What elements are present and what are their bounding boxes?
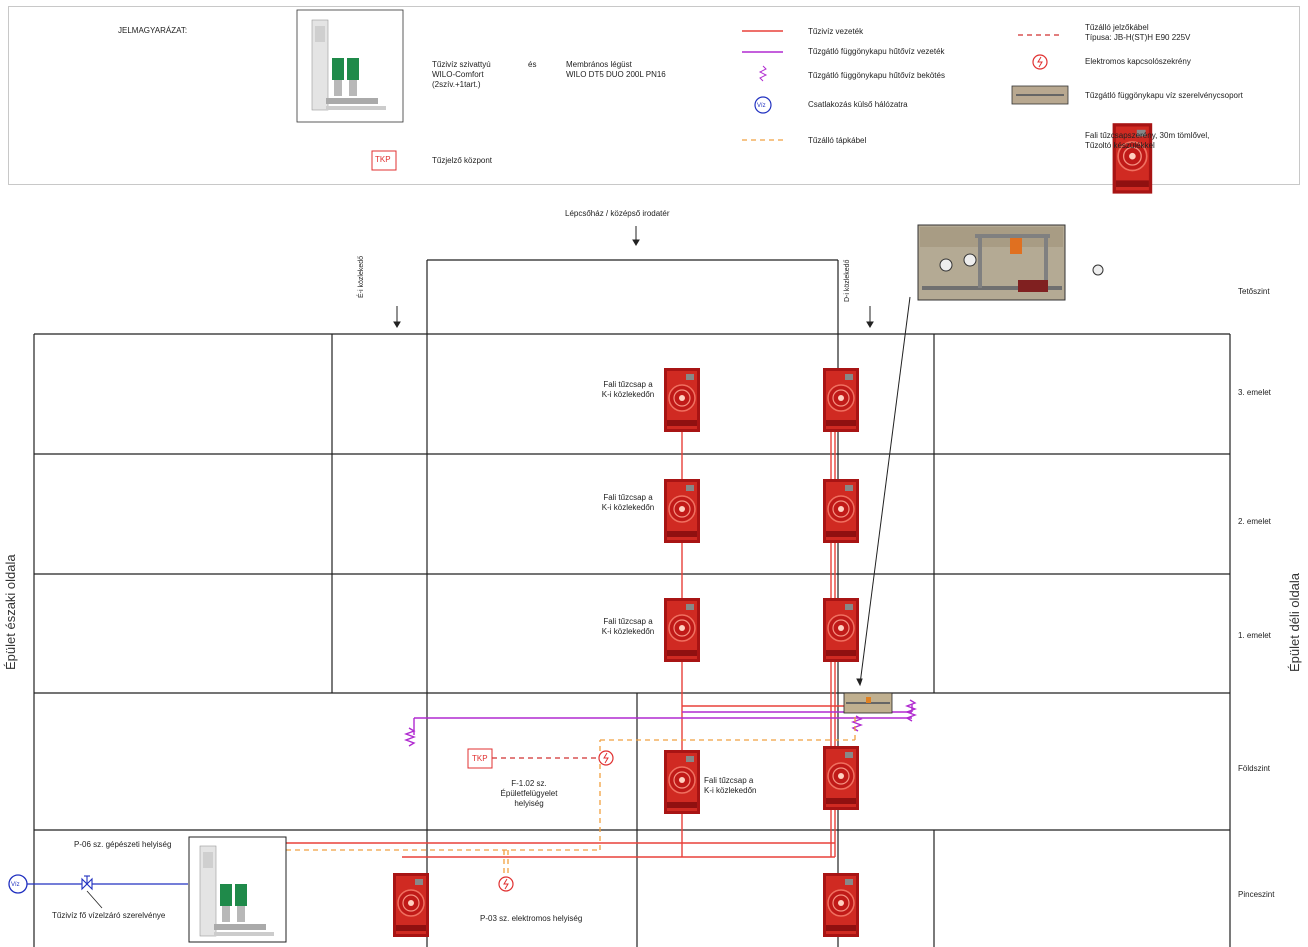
floor-label: 2. emelet [1238,517,1271,526]
legend-tkp-icon [371,150,397,171]
hose-cabinet-icon [392,872,430,938]
main-valve-label: Tűzivíz fő vízelzáró szerelvénye [52,911,166,920]
main-valve-icon [81,875,93,891]
electric-cabinet-icon [598,750,614,766]
legend-tkp-symbol: TKP [375,155,391,164]
hose-cabinet-icon [663,478,701,544]
tkp-label: TKP [472,754,488,763]
viz-connection-icon [8,874,28,894]
legend-and-label: és [528,60,537,69]
hose-cabinet-icon [663,749,701,815]
hose-cabinet-icon [822,367,860,433]
floor-label: 3. emelet [1238,388,1271,397]
legend-viz-symbol: Víz [757,103,766,109]
floor-label: Pinceszint [1238,890,1275,899]
hose-cabinet-icon [663,367,701,433]
floor-label: Földszint [1238,764,1271,773]
side-north-label: Épület északi oldala [3,554,18,670]
legend-cooling-connection-label: Tűzgátló függönykapu hűtővíz bekötés [808,71,945,80]
legend-fire-water-label: Tűzivíz vezeték [808,27,864,36]
legend-cooling-connection-icon [758,65,768,82]
hose-cabinet-icon [822,872,860,938]
hydrant-label: Fali tűzcsap a K-i közlekedőn [601,493,655,512]
valve-group-photo [917,224,1104,301]
legend-hose-cabinet-label: Fali tűzcsapszerény, 30m tömlővel, Tűzol… [1085,131,1210,150]
electric-cabinet-icon [498,876,514,892]
legend-viz-icon [754,96,772,114]
hose-cabinet-icon [663,597,701,663]
legend-cooling-pipe-label: Tűzgátló függönykapu hűtővíz vezeték [808,47,945,56]
tkp-box [467,748,493,769]
legend-electric-cabinet-label: Elektromos kapcsolószekrény [1085,57,1191,66]
legend-power-cable-label: Tűzálló tápkábel [808,136,867,145]
legend-tkp-label: Tűzjelző központ [432,156,493,165]
legend-valve-group-label: Tűzgátló függönykapu víz szerelvénycsopo… [1085,91,1243,100]
legend-title: JELMAGYARÁZAT: [118,26,188,35]
legend-pump-label: Tűzivíz szivattyú WILO-Comfort (2szív.+1… [432,60,491,89]
legend-panel [8,6,1300,185]
hose-cabinet-icon [822,597,860,663]
legend-electric-cabinet-icon [1032,54,1048,70]
floor-label: Tetőszint [1238,287,1270,296]
corridor-south-label: D-i közlekedő [844,259,851,302]
power-cables [286,712,856,876]
corridor-north-label: É-i közlekedő [358,255,365,298]
room-f102-label: F-1.02 sz. Épületfelügyelet helyiség [500,779,558,808]
top-label: Lépcsőház / középső irodatér [565,209,670,218]
valve-group-icon [843,692,893,714]
hose-cabinet-icon [822,745,860,811]
cooling-pipes [404,699,917,747]
room-p06-label: P-06 sz. gépészeti helyiség [74,840,172,849]
legend-external-network-label: Csatlakozás külső hálózatra [808,100,908,109]
viz-label: Víz [11,882,20,888]
fire-water-pipes [286,400,845,858]
hydrant-label: Fali tűzcsap a K-i közlekedőn [601,380,655,399]
hydrant-label: Fali tűzcsap a K-i közlekedőn [704,776,757,795]
side-south-label: Épület déli oldala [1287,572,1302,672]
room-p03-label: P-03 sz. elektromos helyiség [480,914,583,923]
hydrant-label: Fali tűzcsap a K-i közlekedőn [601,617,655,636]
legend-signal-cable-label: Tűzálló jelzőkábel Típusa: JB-H(ST)H E90… [1085,23,1191,42]
legend-vessel-label: Membrános légüst WILO DT5 DUO 200L PN16 [566,60,666,79]
hose-cabinet-icon [822,478,860,544]
floor-label: 1. emelet [1238,631,1271,640]
